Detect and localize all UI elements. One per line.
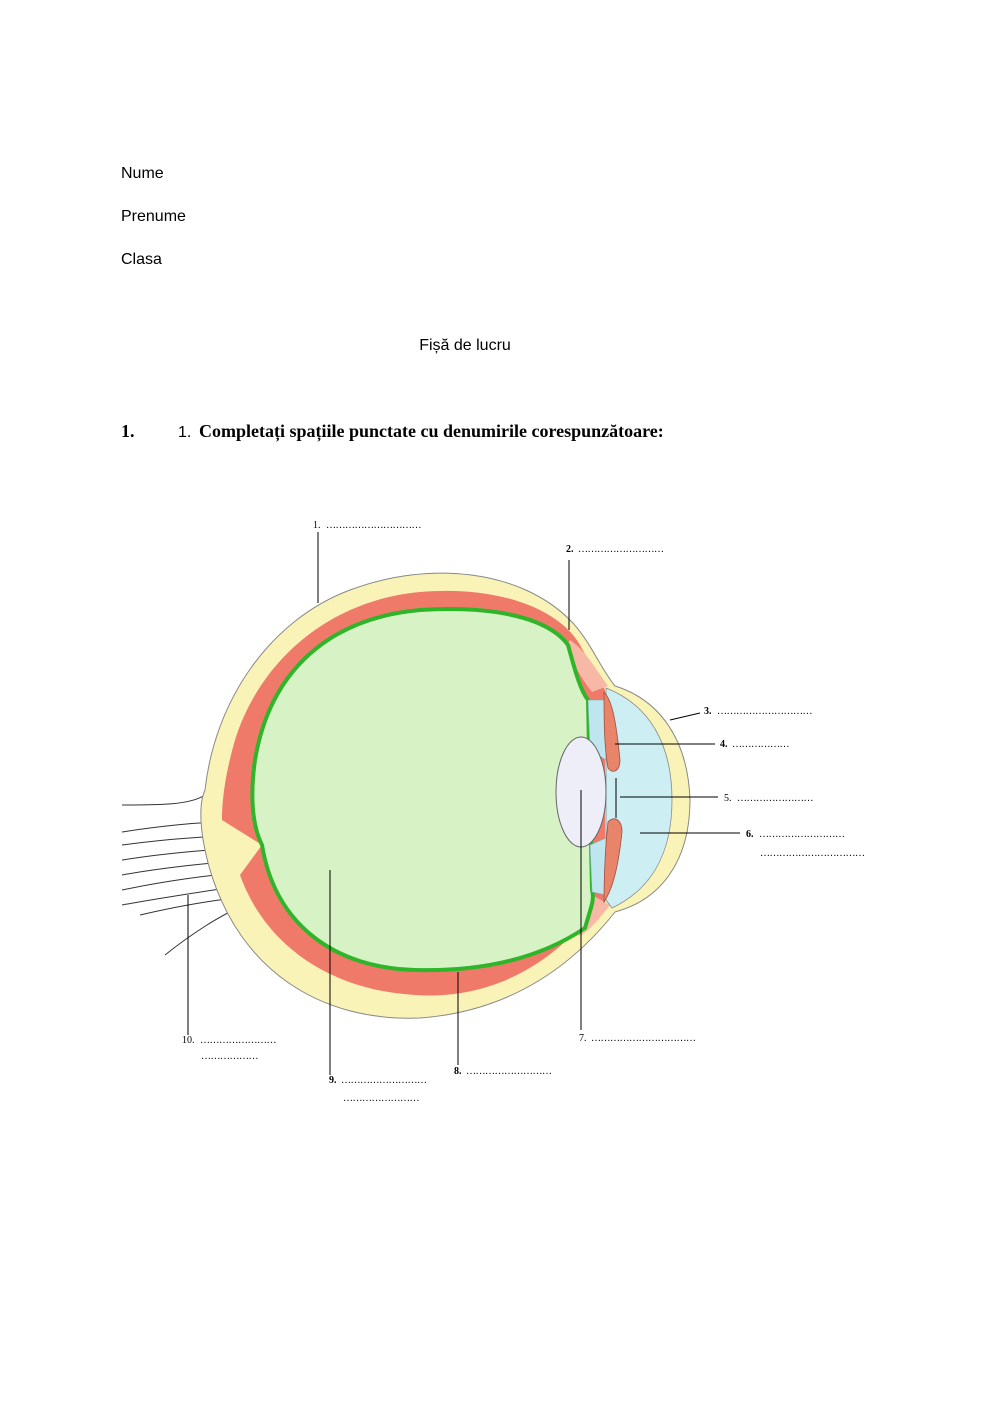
label-4: 4. ……………… bbox=[720, 739, 790, 750]
label-7: 7. …………………………… bbox=[579, 1033, 696, 1044]
svg-text:……………………………: …………………………… bbox=[760, 848, 865, 859]
question-number: 1. bbox=[121, 421, 135, 441]
svg-text:………………………: ……………………… bbox=[578, 544, 664, 555]
svg-text:……………………: …………………… bbox=[200, 1035, 276, 1046]
svg-text:7.: 7. bbox=[579, 1033, 587, 1044]
svg-text:………………: ……………… bbox=[201, 1051, 258, 1062]
svg-text:2.: 2. bbox=[566, 544, 574, 555]
svg-text:……………………………: …………………………… bbox=[591, 1033, 696, 1044]
label-10: 10. …………………… ……………… bbox=[182, 1035, 277, 1062]
svg-text:……………………: …………………… bbox=[343, 1093, 419, 1104]
svg-text:…………………………: ………………………… bbox=[326, 520, 421, 531]
svg-text:5.: 5. bbox=[724, 793, 732, 804]
anterior-chamber-shape bbox=[605, 687, 673, 909]
svg-text:4.: 4. bbox=[720, 739, 728, 750]
svg-text:………………………: ……………………… bbox=[341, 1075, 427, 1086]
label-2: 2. ……………………… bbox=[566, 544, 664, 555]
class-field-label: Clasa bbox=[121, 251, 162, 268]
svg-text:……………………: …………………… bbox=[737, 793, 813, 804]
iris-lower-shape bbox=[603, 818, 623, 904]
svg-text:3.: 3. bbox=[704, 706, 712, 717]
svg-text:………………: ……………… bbox=[732, 739, 789, 750]
label-1: 1. ………………………… bbox=[313, 520, 422, 531]
vitreous-body-shape bbox=[250, 607, 595, 973]
ciliary-body-shape bbox=[565, 640, 608, 692]
label-8: 8. ……………………… bbox=[454, 1066, 552, 1077]
svg-text:6.: 6. bbox=[746, 829, 754, 840]
name-field-label: Nume bbox=[121, 165, 164, 182]
label-5: 5. …………………… bbox=[724, 793, 814, 804]
question-sub-number: 1. bbox=[178, 424, 192, 441]
zonule-fibers-lower bbox=[589, 837, 607, 896]
svg-text:…………………………: ………………………… bbox=[717, 706, 812, 717]
svg-text:8.: 8. bbox=[454, 1066, 462, 1077]
label-9: 9. ……………………… …………………… bbox=[329, 1075, 427, 1104]
svg-text:10.: 10. bbox=[182, 1035, 195, 1046]
question-text: Completați spațiile punctate cu denumiri… bbox=[199, 421, 664, 441]
label-3: 3. ………………………… bbox=[704, 706, 813, 717]
svg-text:………………………: ……………………… bbox=[466, 1066, 552, 1077]
svg-text:1.: 1. bbox=[313, 520, 321, 531]
iris-upper-shape bbox=[603, 691, 621, 772]
leader-lines bbox=[187, 532, 740, 1075]
surname-field-label: Prenume bbox=[121, 208, 186, 225]
label-6: 6. ……………………… …………………………… bbox=[746, 829, 865, 859]
svg-text:9.: 9. bbox=[329, 1075, 337, 1086]
page-title: Fișă de lucru bbox=[419, 337, 511, 354]
svg-text:………………………: ……………………… bbox=[759, 829, 845, 840]
